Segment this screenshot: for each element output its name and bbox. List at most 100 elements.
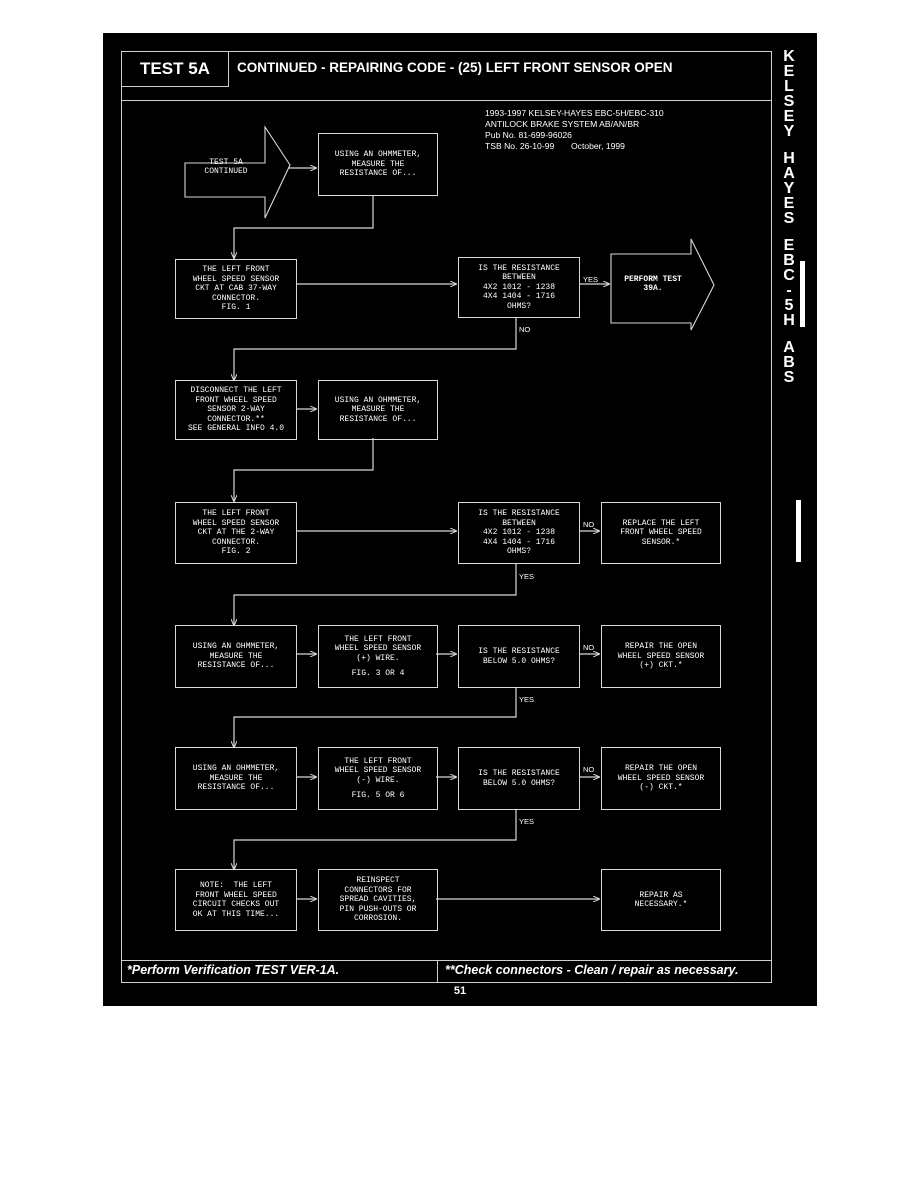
flow-start-line: TEST 5A: [209, 157, 243, 167]
flow-text: RESISTANCE OF...: [339, 169, 417, 179]
flow-text: SEE GENERAL INFO 4.0: [187, 424, 284, 434]
flow-start-line: CONTINUED: [204, 167, 248, 176]
no-label: NO: [583, 765, 595, 774]
flow-text: OHMS?: [506, 547, 531, 557]
flow-text: THE LEFT FRONT: [202, 509, 270, 519]
title-divider: [121, 100, 772, 101]
yes-label: YES: [519, 817, 535, 826]
manual-page: TEST 5A CONTINUED - REPAIRING CODE - (25…: [103, 33, 817, 1006]
flow-text: RESISTANCE OF...: [197, 661, 275, 671]
flow-text: CKT AT CAB 37-WAY: [195, 284, 277, 294]
flow-decision-1: IS THE RESISTANCE BETWEEN 4X2 1012 - 123…: [458, 257, 580, 318]
flow-text: 4X2 1012 - 1238: [482, 528, 555, 538]
flow-text: WHEEL SPEED SENSOR: [192, 518, 280, 528]
flow-text: USING AN OHMMETER,: [192, 642, 280, 652]
flow-text: FRONT WHEEL SPEED: [620, 528, 702, 538]
flow-text: WHEEL SPEED SENSOR: [334, 644, 422, 653]
flow-repair-minus: REPAIR THE OPEN WHEEL SPEED SENSOR (-) C…: [601, 747, 721, 810]
flow-text: BETWEEN: [502, 273, 536, 283]
side-tab-letter: A: [783, 165, 795, 182]
no-label: NO: [583, 643, 595, 652]
yes-label: YES: [583, 275, 599, 284]
flowchart-connectors: [184, 125, 715, 1006]
flow-decision-3: IS THE RESISTANCE BELOW 5.0 OHMS?: [458, 625, 580, 688]
flow-text: SENSOR.*: [641, 537, 681, 547]
flow-text: BELOW 5.0 OHMS?: [482, 778, 555, 788]
flow-text: MEASURE THE: [209, 651, 263, 661]
flow-text: REPAIR THE OPEN: [624, 764, 697, 774]
flow-repair-plus: REPAIR THE OPEN WHEEL SPEED SENSOR (+) C…: [601, 625, 721, 688]
footer-note-verification: *Perform Verification TEST VER-1A.: [127, 963, 340, 977]
flow-text: IS THE RESISTANCE: [478, 769, 560, 778]
flow-start: TEST 5A CONTINUED: [187, 151, 265, 183]
flow-disconnect: DISCONNECT THE LEFT FRONT WHEEL SPEED SE…: [175, 380, 297, 440]
side-tab-letter: H: [783, 312, 795, 329]
flow-text: (+) CKT.*: [639, 661, 683, 671]
flow-text: WHEEL SPEED SENSOR: [617, 773, 705, 783]
pub-line-1: 1993-1997 KELSEY-HAYES EBC-5H/EBC-310: [485, 108, 664, 118]
side-tab-letter: E: [783, 108, 795, 125]
flow-text: PERFORM TEST: [624, 274, 682, 284]
flow-text: PIN PUSH-OUTS OR: [339, 904, 417, 914]
footer-divider: [121, 960, 772, 961]
footer-separator: [437, 960, 438, 983]
flow-text: IS THE RESISTANCE: [478, 647, 560, 656]
flow-text: MEASURE THE: [209, 773, 263, 783]
flow-replace-sensor: REPLACE THE LEFT FRONT WHEEL SPEED SENSO…: [601, 502, 721, 564]
flow-text: REPAIR AS: [639, 890, 683, 900]
flow-decision-2: IS THE RESISTANCE BETWEEN 4X2 1012 - 123…: [458, 502, 580, 564]
side-tab-bar: [796, 500, 801, 562]
flow-text: REPAIR THE OPEN: [624, 642, 697, 652]
flow-text: WHEEL SPEED SENSOR: [617, 651, 705, 661]
side-tab-letter: E: [783, 195, 795, 212]
no-label: NO: [583, 520, 595, 529]
flow-text: OHMS?: [506, 301, 531, 311]
page-number: 51: [453, 985, 467, 997]
flow-step-measure-3: USING AN OHMMETER, MEASURE THE RESISTANC…: [175, 625, 297, 688]
page-title: CONTINUED - REPAIRING CODE - (25) LEFT F…: [237, 60, 673, 75]
flow-text: REPLACE THE LEFT: [622, 518, 700, 528]
flow-text: FIG. 1: [221, 303, 251, 313]
pub-line-3: Pub No. 81-699-96026: [485, 130, 572, 140]
flow-text: USING AN OHMMETER,: [334, 150, 422, 160]
side-tab-letter: E: [783, 63, 795, 80]
flow-text: THE LEFT FRONT: [344, 756, 412, 766]
flow-text: 4X4 1404 - 1716: [482, 537, 555, 547]
side-tab-letter: L: [784, 78, 794, 95]
side-tab-letter: A: [783, 339, 795, 356]
flow-text: SPREAD CAVITIES,: [339, 895, 417, 905]
flow-text: RESISTANCE OF...: [197, 783, 275, 793]
flow-repair-as-necessary: REPAIR AS NECESSARY.*: [601, 869, 721, 931]
flow-text: THE LEFT FRONT: [344, 634, 412, 644]
flow-text: BELOW 5.0 OHMS?: [482, 656, 555, 666]
flow-text: 39A.: [643, 284, 663, 293]
flow-text: (+) WIRE.: [356, 653, 400, 663]
footer-note-connectors: **Check connectors - Clean / repair as n…: [445, 963, 739, 977]
flow-ckt-cab: THE LEFT FRONT WHEEL SPEED SENSOR CKT AT…: [175, 259, 297, 319]
publication-info: 1993-1997 KELSEY-HAYES EBC-5H/EBC-310 AN…: [485, 108, 664, 152]
flow-perform-test: PERFORM TEST 39A.: [613, 269, 693, 299]
flow-reinspect: REINSPECT CONNECTORS FOR SPREAD CAVITIES…: [318, 869, 438, 931]
side-tab-letter: Y: [783, 123, 795, 140]
flow-text: (-) WIRE.: [356, 775, 400, 785]
yes-label: YES: [519, 695, 535, 704]
flow-step-measure-4: USING AN OHMMETER, MEASURE THE RESISTANC…: [175, 747, 297, 810]
flow-step-measure-1: USING AN OHMMETER, MEASURE THE RESISTANC…: [318, 133, 438, 196]
flow-text: NECESSARY.*: [634, 900, 688, 909]
flow-text: IS THE RESISTANCE: [478, 509, 560, 519]
flow-text: FIG. 2: [221, 547, 251, 557]
flow-step-measure-2: USING AN OHMMETER, MEASURE THE RESISTANC…: [318, 380, 438, 440]
flow-text: CONNECTOR.: [211, 293, 260, 303]
flow-decision-4: IS THE RESISTANCE BELOW 5.0 OHMS?: [458, 747, 580, 810]
flow-text: USING AN OHMMETER,: [192, 764, 280, 774]
perform-arrow-shape: [610, 238, 715, 331]
flow-text: FRONT WHEEL SPEED: [195, 890, 277, 900]
page-frame: [121, 51, 772, 983]
flow-text: NOTE: THE LEFT: [199, 881, 272, 890]
flow-text: WHEEL SPEED SENSOR: [192, 274, 280, 284]
flow-text: FIG. 3 OR 4: [351, 669, 405, 678]
side-tab-letter: H: [783, 150, 795, 167]
flow-wire-plus: THE LEFT FRONT WHEEL SPEED SENSOR (+) WI…: [318, 625, 438, 688]
side-tab-letter: S: [783, 93, 795, 110]
